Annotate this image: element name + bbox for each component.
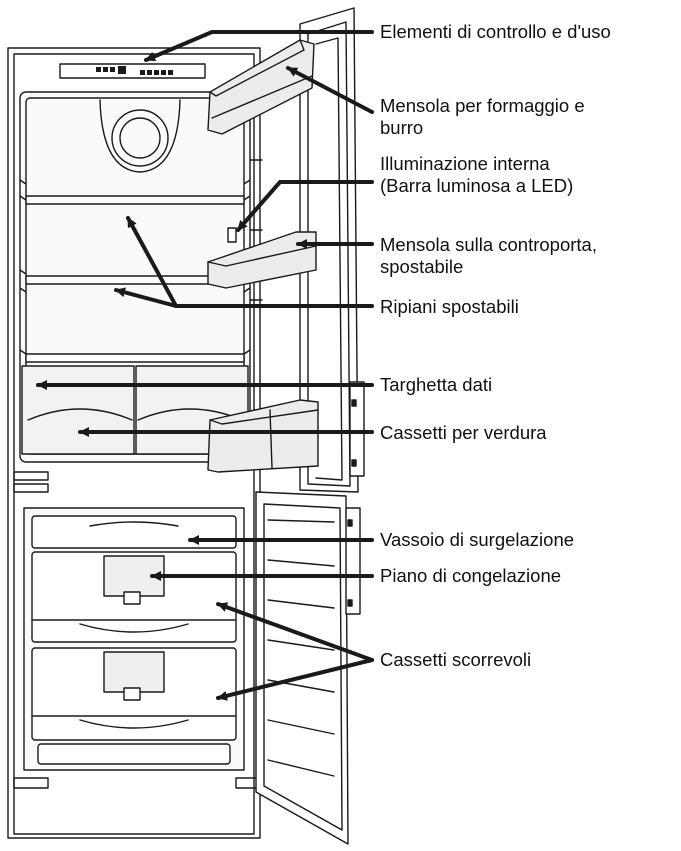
lower-door-shelf xyxy=(207,399,319,473)
cheese-butter-shelf xyxy=(207,39,315,135)
pointer-lighting xyxy=(236,180,374,232)
label-freezing-tray: Vassoio di surgelazione xyxy=(380,529,575,550)
shelf xyxy=(25,353,245,363)
pointer-control xyxy=(144,30,374,62)
label-line: burro xyxy=(380,117,424,138)
label-cheese-butter-shelf: Mensola per formaggio e burro xyxy=(380,95,585,139)
led-light-bar xyxy=(227,227,237,243)
shelf xyxy=(25,195,245,205)
control-buttons xyxy=(96,66,173,75)
pointer-shelves-lower xyxy=(114,287,178,308)
freezer-drawer xyxy=(31,551,237,643)
control-panel xyxy=(59,63,206,79)
pointer-cheese-shelf xyxy=(286,66,374,114)
label-line: spostabile xyxy=(380,256,464,277)
label-freezing-level: Piano di congelazione xyxy=(380,565,562,586)
vegetable-drawers xyxy=(21,365,249,455)
label-adjustable-shelves: Ripiani spostabili xyxy=(380,296,519,317)
label-interior-lighting: Illuminazione interna (Barra luminosa a … xyxy=(380,153,573,197)
freezing-tray xyxy=(31,515,237,549)
label-line: Illuminazione interna xyxy=(380,153,550,174)
label-line: (Barra luminosa a LED) xyxy=(380,175,574,196)
label-rating-plate: Targhetta dati xyxy=(380,374,493,395)
fridge-door xyxy=(249,7,365,493)
label-door-shelf: Mensola sulla controporta, spostabile xyxy=(380,234,597,278)
label-line: Mensola per formaggio e xyxy=(380,95,585,116)
label-vegetable-drawers: Cassetti per verdura xyxy=(380,422,547,443)
pointer-drawer-upper xyxy=(216,602,374,662)
door-shelf xyxy=(207,231,317,289)
freezer-drawer xyxy=(31,647,237,741)
fan-unit xyxy=(99,99,181,173)
label-sliding-drawers: Cassetti scorrevoli xyxy=(380,649,532,670)
label-control-elements: Elementi di controllo e d'uso xyxy=(380,21,611,42)
label-line: Mensola sulla controporta, xyxy=(380,234,597,255)
pointer-drawer-lower xyxy=(216,658,374,701)
freezer-door xyxy=(255,491,361,845)
